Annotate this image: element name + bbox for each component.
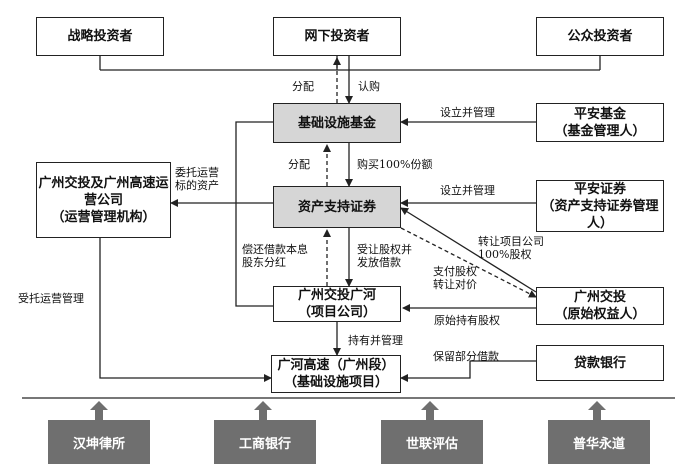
- public-investor-label: 公众投资者: [567, 29, 633, 44]
- offline-investor-label: 网下投资者: [304, 29, 370, 44]
- allocate-mid-label: 分配: [288, 158, 310, 171]
- retain-loan-label: 保留部分借款: [433, 350, 499, 363]
- original-hold-label: 原始持有股权: [434, 314, 500, 327]
- service-arrow-up: [588, 401, 606, 420]
- retain-loan-arrow: [400, 360, 536, 382]
- transfer-company-label: 转让项目公司 100%股权: [478, 235, 544, 261]
- ping-an-fund-box: 平安基金 （基金管理人）: [536, 103, 664, 142]
- service-arrow-up: [254, 401, 272, 420]
- original-owner-label: 广州交投 （原始权益人）: [554, 290, 646, 322]
- setup-manage-abs-label: 设立并管理: [440, 184, 495, 197]
- asset-backed-securities-box: 资产支持证券: [273, 186, 401, 228]
- repay-label: 偿还借款本息 股东分红: [242, 243, 308, 269]
- infrastructure-project-box: 广河高速（广州段） （基础设施项目）: [271, 355, 401, 393]
- service-provider-law-firm: 汉坤律所: [48, 420, 150, 464]
- operator-label: 广州交投及广州高速运营公司 （运营管理机构）: [38, 175, 169, 225]
- project-company-label: 广州交投广河 （项目公司）: [297, 288, 376, 320]
- setup-manage-fund-label: 设立并管理: [440, 106, 495, 119]
- infrastructure-fund-label: 基础设施基金: [297, 115, 376, 131]
- operator-box: 广州交投及广州高速运营公司 （运营管理机构）: [36, 162, 171, 238]
- infrastructure-project-label: 广河高速（广州段） （基础设施项目）: [277, 358, 395, 390]
- ping-an-securities-label: 平安证券 （资产支持证券管理人）: [541, 181, 659, 231]
- pay-equity-label: 支付股权 转让对价: [433, 265, 477, 291]
- service-provider-appraiser: 世联评估: [381, 420, 483, 464]
- accept-equity-label: 受让股权并 发放借款: [357, 243, 412, 269]
- asset-backed-securities-label: 资产支持证券: [297, 199, 376, 215]
- infrastructure-fund-box: 基础设施基金: [273, 103, 401, 143]
- allocate-top-label: 分配: [292, 80, 314, 93]
- ping-an-securities-box: 平安证券 （资产支持证券管理人）: [536, 180, 664, 232]
- strategic-investor-box: 战略投资者: [36, 17, 164, 56]
- loan-bank-label: 贷款银行: [573, 355, 626, 371]
- service-provider-auditor: 普华永道: [548, 420, 650, 464]
- service-arrow-up: [90, 401, 108, 420]
- loan-bank-box: 贷款银行: [536, 345, 664, 381]
- fund-loop-line: [235, 121, 273, 307]
- project-company-box: 广州交投广河 （项目公司）: [273, 286, 401, 322]
- strategic-investor-label: 战略投资者: [67, 29, 133, 44]
- entrusted-ops-label: 受托运营管理: [18, 292, 84, 305]
- ping-an-fund-label: 平安基金 （基金管理人）: [554, 106, 646, 139]
- service-arrow-up: [421, 401, 439, 420]
- offline-investor-box: 网下投资者: [273, 17, 401, 56]
- hold-manage-label: 持有并管理: [348, 334, 403, 347]
- entrusted-ops-arrow: [99, 238, 272, 382]
- subscribe-label: 认购: [358, 80, 380, 93]
- pay-equity-arrow: [400, 227, 537, 298]
- buy-share-label: 购买100%份额: [357, 158, 433, 171]
- public-investor-box: 公众投资者: [536, 17, 664, 56]
- transfer-equity-arrow: [400, 207, 537, 293]
- service-provider-bank: 工商银行: [214, 420, 316, 464]
- original-owner-box: 广州交投 （原始权益人）: [536, 287, 664, 325]
- entrust-assets-label: 委托运营 标的资产: [175, 166, 219, 192]
